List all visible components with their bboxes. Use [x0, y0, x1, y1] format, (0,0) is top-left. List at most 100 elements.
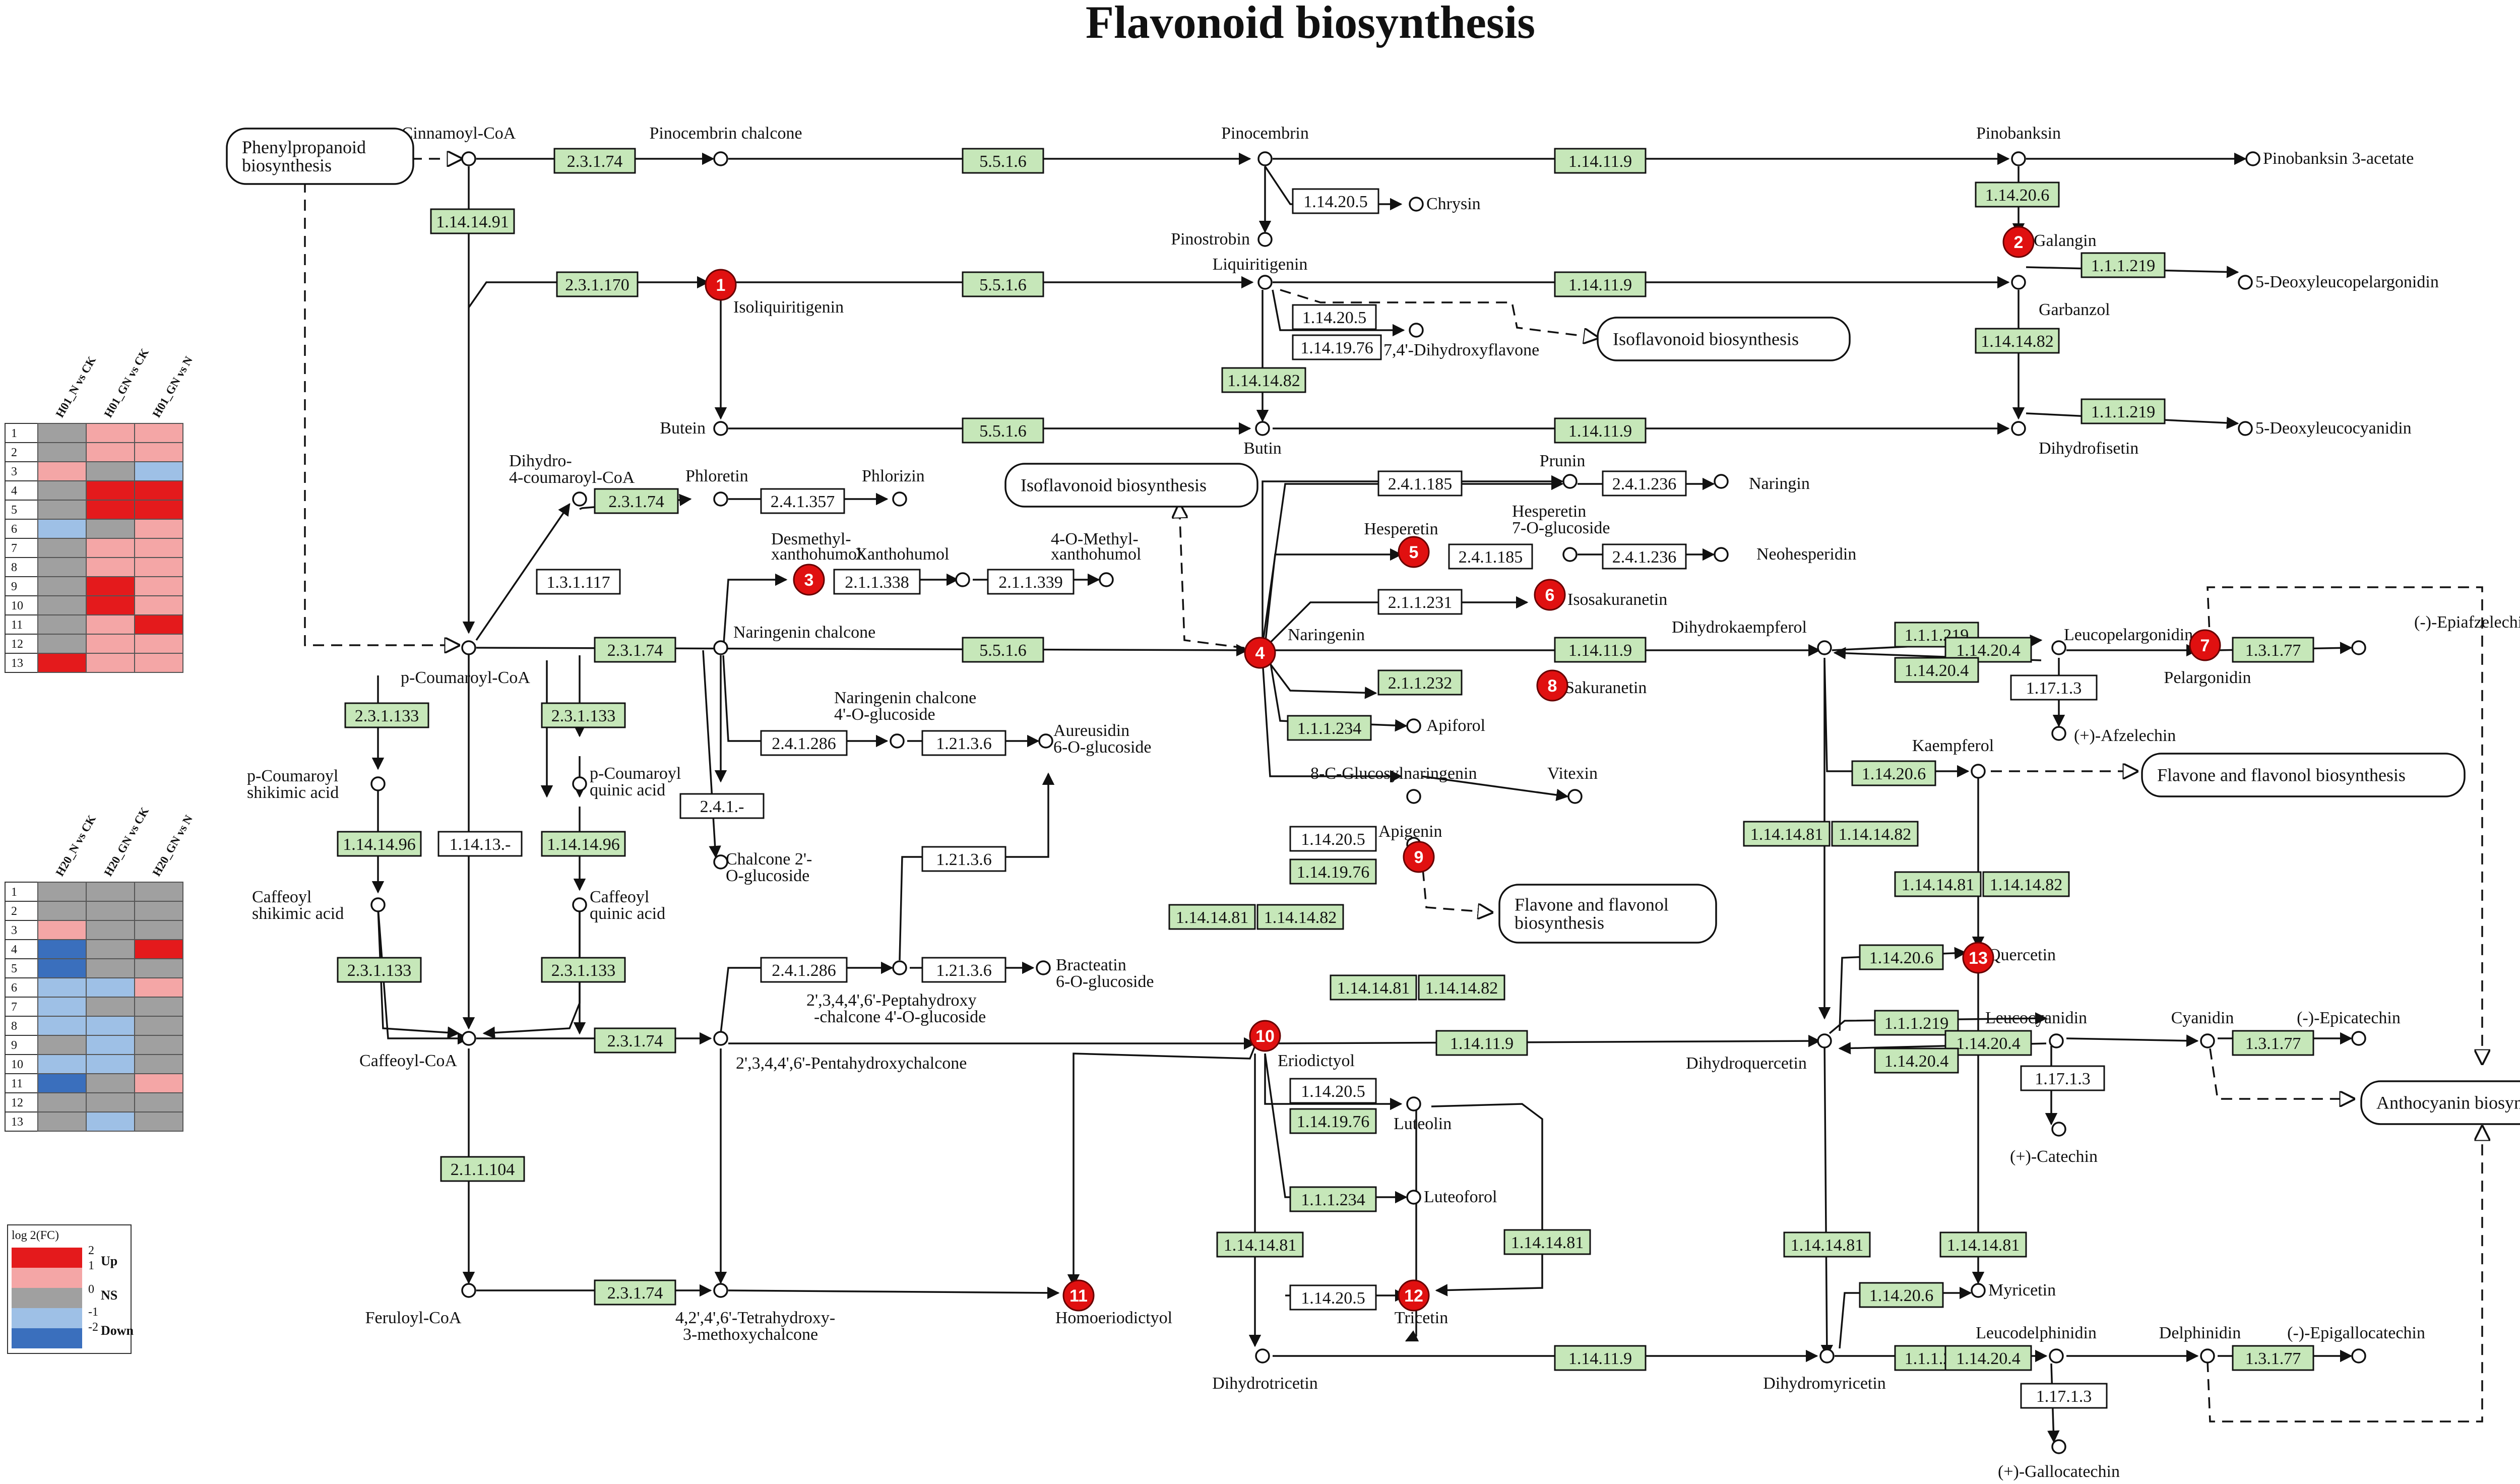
heatmap-cell [86, 1092, 135, 1112]
legend-tick: -1 [88, 1306, 98, 1319]
compound-label: Dihydroquercetin [1686, 1054, 1807, 1073]
enzyme-label: 1.14.13.- [450, 835, 511, 854]
enzyme-label: 1.14.14.82 [1839, 825, 1912, 844]
heatmap-row-label-cell [5, 519, 38, 539]
compound-label: Kaempferol [1912, 736, 1994, 755]
compound-label: 4-O-Methyl- [1051, 530, 1139, 548]
compound-label: p-Coumaroyl-CoA [401, 668, 530, 687]
compound-label: 5-Deoxyleucocyanidin [2255, 419, 2412, 438]
enzyme-box [2232, 637, 2314, 663]
gene-marker[interactable] [1062, 1279, 1095, 1312]
enzyme-label: 2.3.1.133 [347, 961, 412, 980]
gene-marker[interactable] [1534, 579, 1566, 611]
compound-node [572, 776, 587, 791]
enzyme-box [1602, 543, 1687, 570]
compound-label: 4,2',4',6'-Tetrahydroxy- [675, 1309, 835, 1327]
enzyme-label: 1.14.14.81 [1337, 979, 1410, 998]
heatmap-cell [134, 939, 183, 959]
compound-node [713, 421, 728, 436]
compound-label: Naringenin chalcone [733, 623, 875, 642]
enzyme-box [1418, 974, 1505, 1001]
gene-marker[interactable] [1244, 637, 1276, 669]
enzyme-box [1554, 1345, 1647, 1371]
heatmap-column-label: H20_N vs CK [53, 813, 98, 879]
enzyme-label: 1.14.11.9 [1568, 422, 1632, 441]
heatmap-row-label-cell [5, 939, 38, 959]
heatmap-row-label: 12 [11, 638, 23, 651]
enzyme-label: 2.4.1.286 [772, 961, 836, 980]
gene-marker[interactable] [2189, 629, 2221, 661]
gene-marker[interactable] [1398, 1279, 1430, 1312]
compound-node [2351, 640, 2366, 655]
compound-label: Prunin [1540, 452, 1586, 470]
legend-label: Down [101, 1323, 134, 1338]
gene-marker[interactable] [1536, 669, 1568, 702]
gene-marker-label: 2 [2014, 233, 2024, 252]
gene-marker[interactable] [1398, 536, 1430, 568]
compound-label: Caffeoyl [590, 888, 649, 906]
gene-marker[interactable] [1962, 942, 1994, 974]
enzyme-label: 1.3.1.77 [2245, 1349, 2301, 1368]
enzyme-label: 1.21.3.6 [936, 850, 992, 869]
compound-label: quinic acid [590, 781, 665, 799]
enzyme-box [921, 730, 1006, 756]
compound-node [1257, 232, 1273, 247]
enzyme-box [1292, 188, 1379, 214]
heatmap-cell [86, 576, 135, 596]
heatmap-cell [37, 614, 87, 635]
pathway-link-box[interactable] [1498, 884, 1717, 944]
enzyme-label: 2.3.1.74 [607, 1284, 663, 1303]
enzyme-box [1330, 974, 1417, 1001]
enzyme-box [1851, 760, 1936, 786]
gene-marker-label: 5 [1409, 543, 1419, 562]
gene-marker[interactable] [2002, 226, 2035, 258]
pathway-link-box[interactable] [226, 128, 414, 185]
heatmap-cell [86, 920, 135, 940]
pathway-link-box[interactable] [2141, 753, 2466, 797]
legend-swatch [12, 1248, 82, 1268]
enzyme-box [760, 730, 848, 756]
compound-label: Sakuranetin [1565, 678, 1647, 697]
heatmap-cell [86, 614, 135, 635]
heatmap-row-label: 5 [11, 962, 17, 975]
heatmap-cell [86, 519, 135, 539]
heatmap-cell [134, 500, 183, 520]
enzyme-label: 1.14.20.5 [1303, 193, 1368, 211]
enzyme-label: 2.1.1.104 [451, 1160, 515, 1179]
enzyme-box [594, 1027, 676, 1054]
heatmap-cell [134, 461, 183, 481]
pathway-link-box[interactable] [1597, 317, 1851, 361]
enzyme-box [1743, 821, 1831, 847]
enzyme-label: 1.14.14.82 [1227, 372, 1300, 390]
enzyme-label: 1.14.14.81 [1902, 876, 1975, 894]
heatmap-row-label-cell [5, 958, 38, 978]
gene-marker[interactable] [1403, 841, 1435, 873]
enzyme-label: 2.3.1.74 [607, 641, 663, 660]
enzyme-label: 1.14.20.5 [1301, 1289, 1365, 1308]
pathway-link-box[interactable] [2360, 1080, 2520, 1125]
enzyme-label: 2.3.1.133 [355, 707, 419, 725]
heatmap-cell [37, 519, 87, 539]
gene-marker[interactable] [793, 564, 825, 596]
compound-label: (+)-Catechin [2010, 1147, 2098, 1166]
enzyme-label: 1.14.14.82 [1425, 979, 1498, 998]
gene-marker[interactable] [705, 269, 737, 301]
enzyme-label: 2.4.1.236 [1612, 548, 1677, 567]
enzyme-label: 5.5.1.6 [979, 152, 1027, 171]
gene-marker[interactable] [1249, 1020, 1281, 1052]
compound-label: Myricetin [1988, 1281, 2056, 1300]
heatmap-cell [86, 461, 135, 481]
pathway-link-box[interactable] [1004, 463, 1258, 508]
heatmap-cell [134, 1092, 183, 1112]
enzyme-label: 1.14.20.6 [1869, 1286, 1934, 1305]
compound-node [1714, 474, 1729, 489]
heatmap-cell [86, 1035, 135, 1055]
heatmap-column-label: H20_GN vs N [150, 813, 196, 878]
heatmap-row-label: 9 [11, 580, 17, 593]
enzyme-box [1289, 1078, 1377, 1104]
enzyme-label: 1.17.1.3 [2026, 679, 2082, 698]
compound-label: (-)-Epiafzelechin [2414, 613, 2520, 632]
enzyme-box [1292, 304, 1377, 330]
